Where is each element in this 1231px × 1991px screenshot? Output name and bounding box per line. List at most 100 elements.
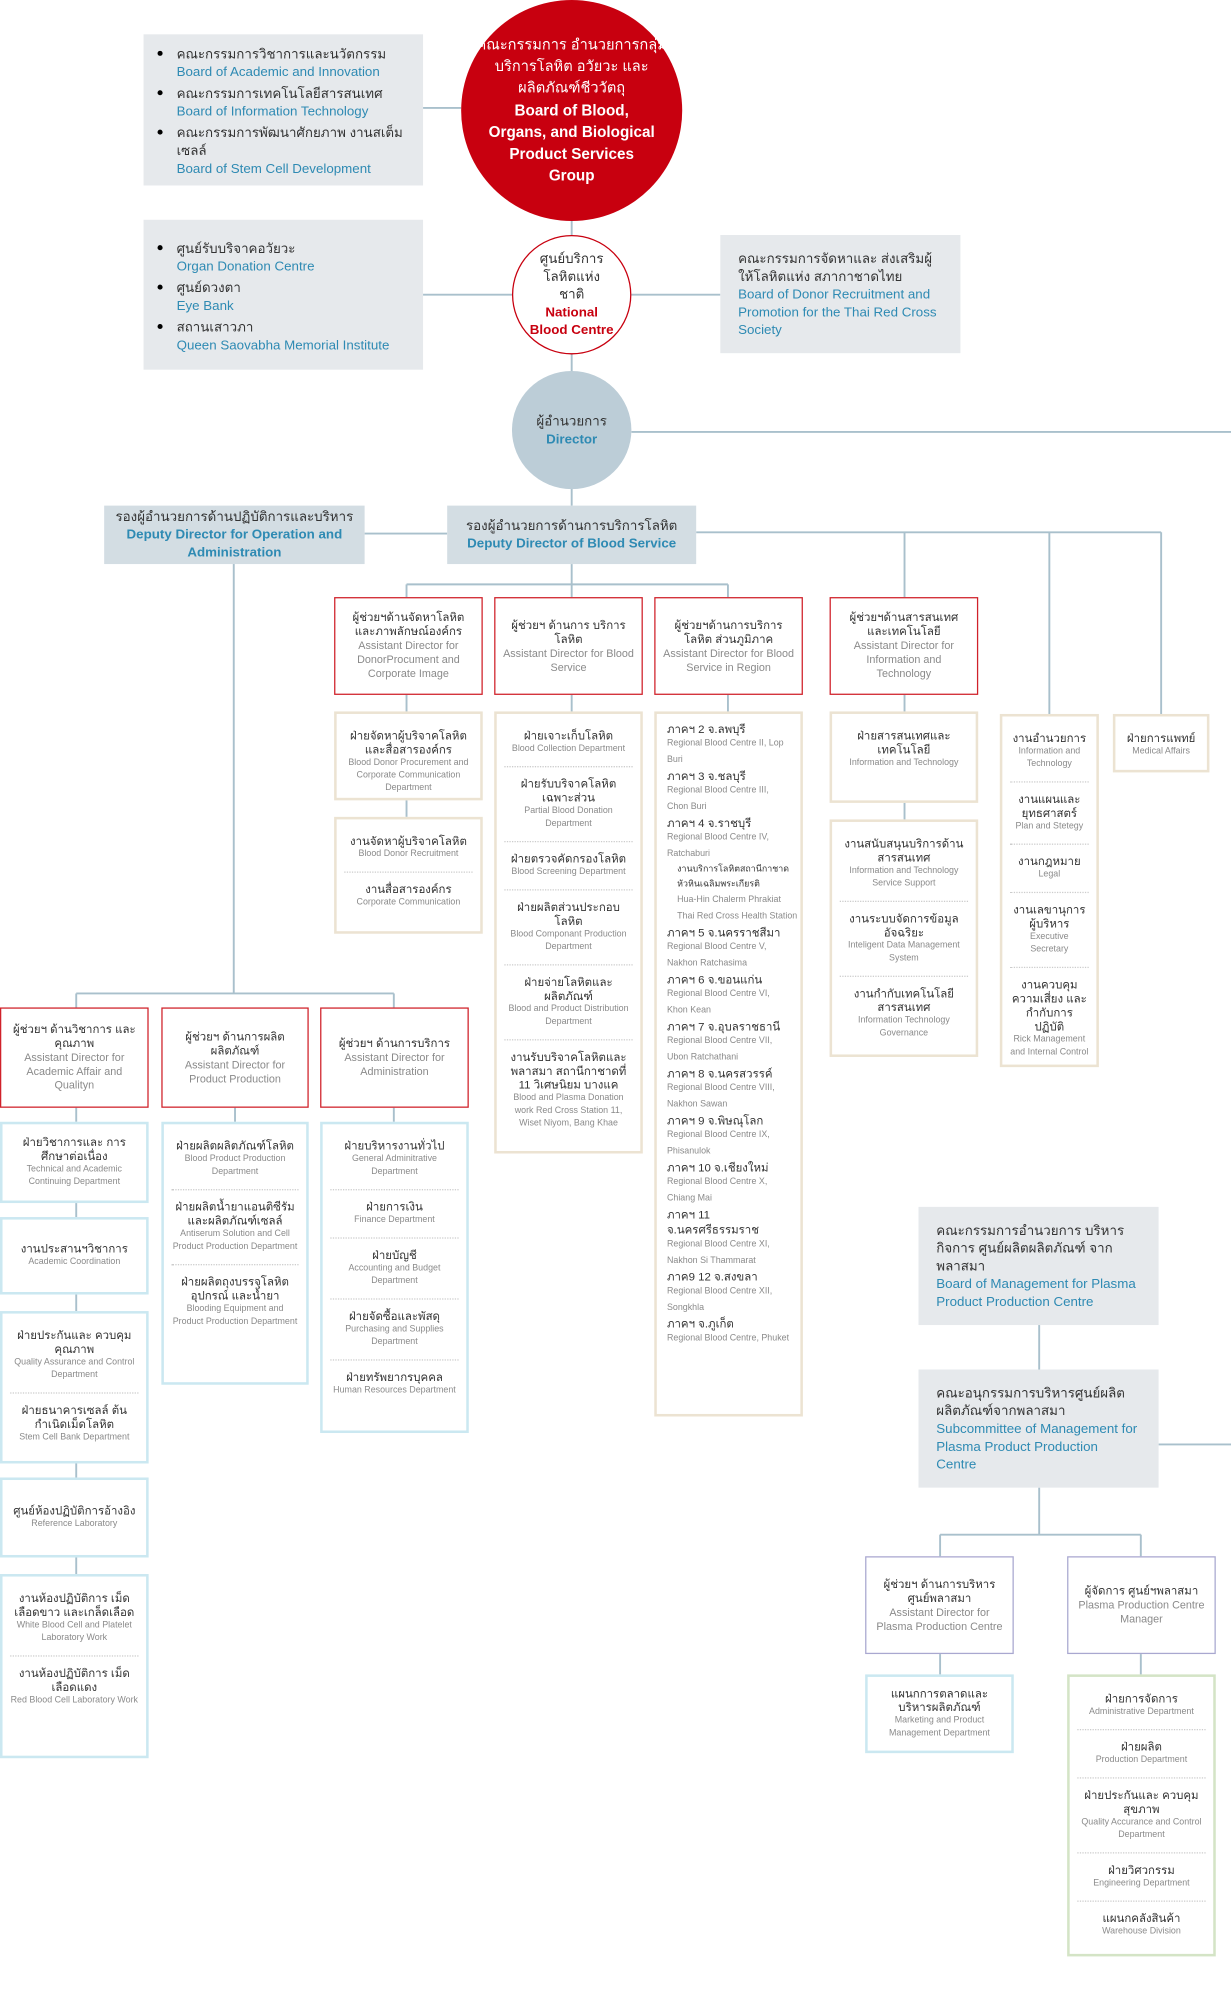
item-thai: ฝ่ายการจัดการ <box>1104 1692 1178 1705</box>
item-thai: งานระบบจัดการข้อมูล อัจฉริยะ <box>849 912 959 939</box>
acad-5-box[interactable]: งานห้องปฏิบัติการ เม็ดเลือดขาว และเกล็ดเ… <box>0 1574 149 1759</box>
asst-it-box[interactable]: ผู้ช่วยฯด้านสารสนเทศ และเทคโนโลยีAssista… <box>829 597 979 695</box>
item-thai: ฝ่ายสารสนเทศและ เทคโนโลยี <box>857 729 951 756</box>
item-thai: ฝ่ายจัดหาผู้บริจาคโลหิต และสื่อสารองค์กร <box>349 729 467 756</box>
item-thai: ภาคฯ 3 จ.ชลบุรี <box>666 769 746 783</box>
item-thai: ภาคฯ 7 จ.อุบลราชธานี <box>666 1020 781 1033</box>
item-thai: คณะกรรมการเทคโนโลยีสารสนเทศ <box>176 86 383 102</box>
item-thai: ฝ่ายประกันและ ควบคุมคุณภาพ <box>17 1328 132 1356</box>
donor-dept-box[interactable]: ฝ่ายจัดหาผู้บริจาคโลหิต และสื่อสารองค์กร… <box>334 711 483 801</box>
list-item: คณะกรรมการเทคโนโลยีสารสนเทศ Board of Info… <box>177 81 406 120</box>
item-thai: คณะกรรมการพัฒนาศักยภาพ งานสเต็มเซลล์ <box>176 125 403 159</box>
item-english: Red Blood Cell Laboratory Work <box>10 1695 138 1705</box>
item-thai: งานจัดหาผู้บริจาคโลหิต <box>349 834 467 848</box>
asst-product-box[interactable]: ผู้ช่วยฯ ด้านการผลิต ผลิตภัณฑ์Assistant … <box>161 1007 309 1108</box>
item-english: Information Technology Governance <box>857 1016 950 1038</box>
item-english: Warehouse Division <box>1102 1927 1181 1937</box>
item-thai: ภาคฯ 6 จ.ขอนแก่น <box>666 973 763 986</box>
item-thai: แผนกคลังสินค้า <box>1102 1911 1181 1925</box>
item-english: Blood Product Production Department <box>184 1154 286 1177</box>
item-english: Board of Information Technology <box>176 104 369 120</box>
donor-board-box[interactable]: คณะกรรมการจัดหาและ ส่งเสริมผู้ให้โลหิตแห… <box>720 235 961 354</box>
list-item: ฝ่ายสารสนเทศและ เทคโนโลยีInformation and… <box>840 719 968 780</box>
item-thai: ศูนย์ห้องปฏิบัติการอ้างอิง <box>13 1504 136 1517</box>
main-board-box[interactable]: คณะกรรมการ อำนวยการกลุ่มบริการโลหิต อวัย… <box>461 0 683 222</box>
item-english: Legal <box>1038 870 1061 880</box>
item-thai: ศูนย์รับบริจาคอวัยวะ <box>176 240 296 256</box>
list-item: คณะกรรมการพัฒนาศักยภาพ งานสเต็มเซลล์Boar… <box>177 121 406 178</box>
item-english: Regional Blood Centre II, Lop Buri <box>666 739 784 765</box>
item-english: Regional Blood Centre VII, Ubon Ratchath… <box>666 1036 773 1062</box>
it-dept-box[interactable]: ฝ่ายสารสนเทศและ เทคโนโลยีInformation and… <box>829 711 979 803</box>
plasma-sub-box[interactable]: คณะอนุกรรมการบริหารศูนย์ผลิต ผลิตภัณฑ์จา… <box>918 1369 1159 1488</box>
item-thai: ฝ่ายการเงิน <box>366 1200 423 1214</box>
nbc-box[interactable]: ศูนย์บริการ โลหิตแห่งชาติNational Blood … <box>511 235 632 355</box>
list-item: ภาคฯ 3 จ.ชลบุรีRegional Blood Centre III… <box>667 769 790 816</box>
title-english: Board of Blood, Organs, and Biological P… <box>488 100 655 184</box>
item-english: General Adminitrative Department <box>351 1154 437 1177</box>
list-item: ฝ่ายจัดหาผู้บริจาคโลหิต และสื่อสารองค์กร… <box>344 719 472 805</box>
list-item: แผนกการตลาดและ บริหารผลิตภัณฑ์Marketing … <box>875 1677 1003 1751</box>
item-thai: งานบริการโลหิตสถานีกาชาดหัวหินเฉลิมพระเก… <box>677 865 790 890</box>
list-item: งานควบคุม ความเสี่ยง และกำกับการ ปฏิบัติ… <box>1010 968 1089 1070</box>
item-thai: ฝ่ายบริหารงานทั่วไป <box>344 1139 445 1153</box>
item-thai: ภาค9 12 จ.สงขลา <box>666 1270 758 1284</box>
title-english: Plasma Production Centre Manager <box>1078 1598 1205 1625</box>
item-thai: คณะกรรมการวิชาการและนวัตกรรม <box>176 47 387 63</box>
item-thai: ภาคฯ 5 จ.นครราชสีมา <box>666 926 781 939</box>
item-thai: งานแผนและ ยุทธศาสตร์ <box>1018 792 1081 820</box>
plasma-mkt-box[interactable]: แผนกการตลาดและ บริหารผลิตภัณฑ์Marketing … <box>865 1674 1014 1754</box>
asst-donor-box[interactable]: ผู้ช่วยฯด้านจัดหาโลหิต และภาพลักษณ์องค์ก… <box>334 597 483 695</box>
item-thai: ฝ่ายการแพทย์ <box>1126 731 1196 745</box>
item-thai: งานรับบริจาคโลหิตและ พลาสมา สถานีกาชาดที… <box>510 1050 627 1092</box>
regions-box[interactable]: ภาคฯ 2 จ.ลพบุรีRegional Blood Centre II,… <box>654 711 803 1417</box>
item-thai: งานกำกับเทคโนโลยี สารสนเทศ <box>853 987 955 1014</box>
title-english: Deputy Director for Operation and Admini… <box>126 527 343 561</box>
medical-box[interactable]: ฝ่ายการแพทย์Medical Affairs <box>1112 713 1210 773</box>
item-thai: ฝ่ายธนาคารเซลล์ ต้นกำเนิดเม็ดโลหิต <box>21 1403 127 1431</box>
item-english: Board of Academic and Innovation <box>176 64 380 81</box>
item-english: Marketing and Product Management Departm… <box>889 1716 990 1738</box>
plasma-board-box[interactable]: คณะกรรมการอำนวยการ บริหารกิจการ ศูนย์ผลิ… <box>918 1206 1159 1326</box>
title-thai: ผู้ช่วยฯ ด้านวิชาการ และคุณภาพ <box>13 1022 136 1050</box>
item-english: Plan and Stetegy <box>1015 821 1084 831</box>
title-english: Assistant Director for Product Productio… <box>184 1057 286 1085</box>
title-thai: รองผู้อำนวยการด้านการบริการโลหิต <box>465 518 678 534</box>
item-thai: ฝ่ายวิศวกรรม <box>1108 1863 1175 1877</box>
list-item: งานแผนและ ยุทธศาสตร์Plan and Stetegy <box>1009 783 1089 845</box>
